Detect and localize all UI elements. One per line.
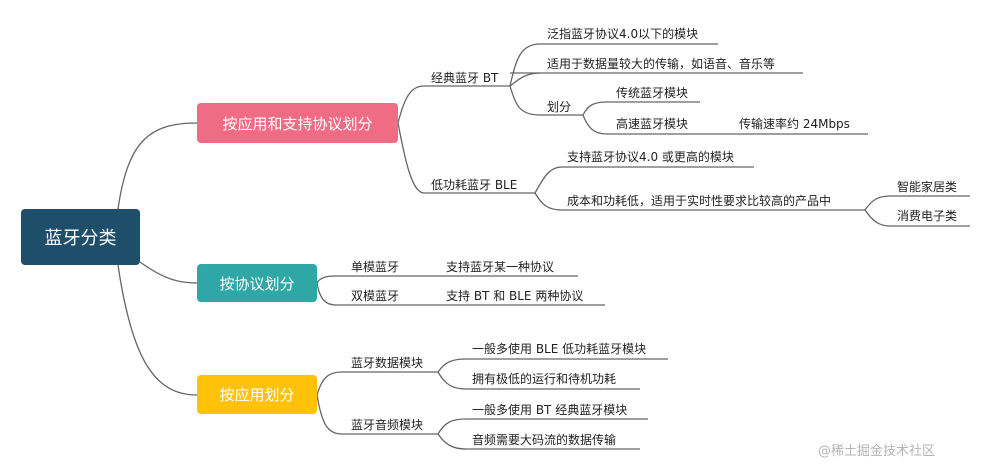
classic-bt-node[interactable]: 经典蓝牙 BT	[431, 71, 499, 85]
classic-item-1: 泛指蓝牙协议4.0以下的模块	[547, 27, 699, 41]
branch-application[interactable]: 按应用划分	[197, 375, 317, 414]
root-node[interactable]: 蓝牙分类	[21, 209, 140, 265]
highspeed-bt-module: 高速蓝牙模块	[616, 117, 689, 131]
audio-module-item-2: 音频需要大码流的数据传输	[472, 433, 617, 447]
single-mode-node[interactable]: 单模蓝牙	[351, 260, 400, 274]
single-mode-desc: 支持蓝牙某一种协议	[446, 260, 555, 274]
watermark: @稀土掘金技术社区	[818, 444, 936, 459]
ble-node[interactable]: 低功耗蓝牙 BLE	[431, 178, 518, 192]
classic-item-2: 适用于数据量较大的传输，如语音、音乐等	[547, 57, 776, 71]
ble-item-2: 成本和功耗低，适用于实时性要求比较高的产品中	[567, 194, 832, 208]
traditional-bt-module: 传统蓝牙模块	[616, 86, 689, 100]
ble-item-1: 支持蓝牙协议4.0 或更高的模块	[567, 150, 734, 164]
highspeed-rate: 传输速率约 24Mbps	[739, 117, 850, 131]
dual-mode-node[interactable]: 双模蓝牙	[351, 289, 400, 303]
branch-protocol-application[interactable]: 按应用和支持协议划分	[197, 103, 398, 143]
division-node[interactable]: 划分	[547, 100, 572, 114]
audio-module-node[interactable]: 蓝牙音频模块	[351, 418, 424, 432]
data-module-item-1: 一般多使用 BLE 低功耗蓝牙模块	[472, 342, 647, 356]
dual-mode-desc: 支持 BT 和 BLE 两种协议	[446, 289, 584, 303]
data-module-item-2: 拥有极低的运行和待机功耗	[472, 372, 617, 386]
branch-protocol[interactable]: 按协议划分	[197, 264, 317, 302]
data-module-node[interactable]: 蓝牙数据模块	[351, 356, 424, 370]
audio-module-item-1: 一般多使用 BT 经典蓝牙模块	[472, 403, 628, 417]
ble-product-consumer-electronics: 消费电子类	[897, 209, 958, 223]
ble-product-smart-home: 智能家居类	[897, 180, 958, 194]
